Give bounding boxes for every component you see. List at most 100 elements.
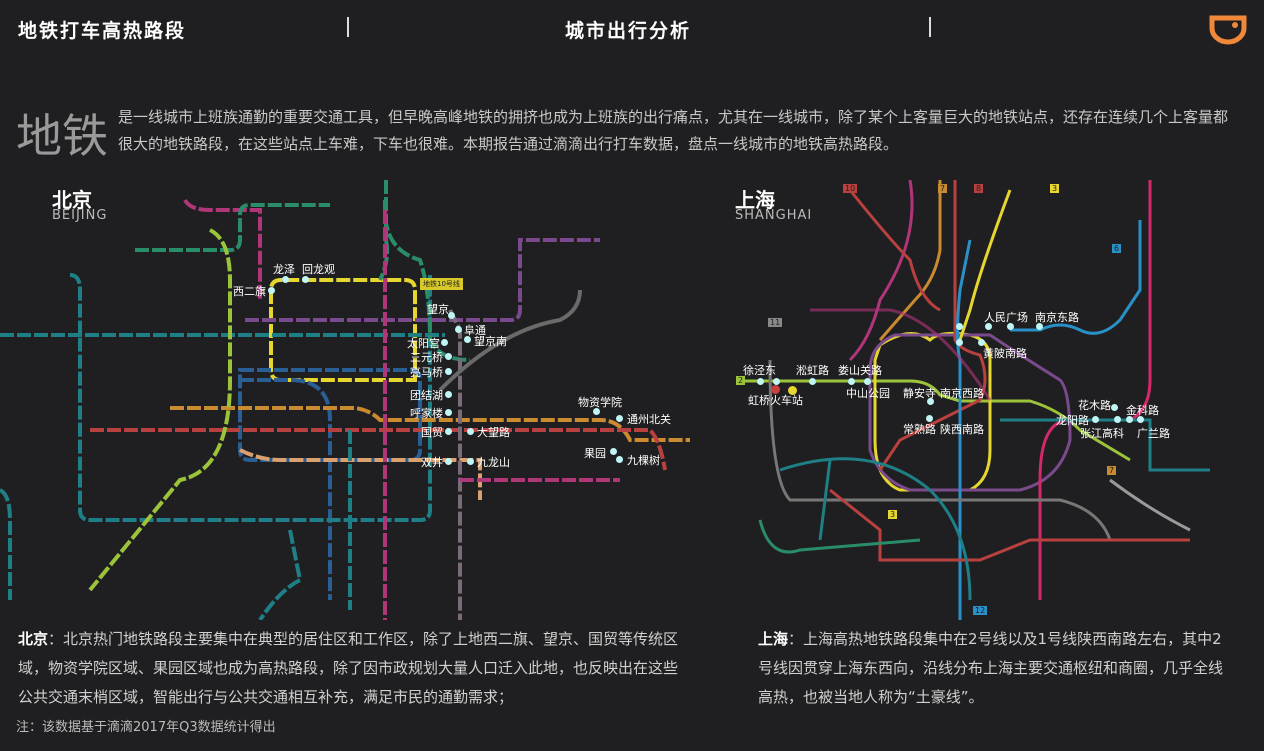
station-label: 双井 xyxy=(421,456,443,469)
station-label: 广兰路 xyxy=(1137,427,1170,440)
station-dot xyxy=(808,377,816,385)
station-label: 九棵树 xyxy=(627,454,660,467)
station-label: 淞虹路 xyxy=(796,364,829,377)
station-dot xyxy=(463,335,471,343)
station-dot xyxy=(301,275,309,283)
station-dot xyxy=(955,338,963,346)
station-label: 常熟路 xyxy=(903,423,936,436)
station-dot xyxy=(615,455,623,463)
station-label: 人民广场 xyxy=(984,311,1028,324)
station-label: 龙阳路 xyxy=(1056,414,1089,427)
intro-big-word: 地铁 xyxy=(16,109,108,163)
station-dot xyxy=(847,377,855,385)
station-label: 阜通 xyxy=(464,324,486,337)
shanghai-metro-map xyxy=(740,180,1210,620)
station-dot xyxy=(454,325,462,333)
beijing-title-en: BEIJING xyxy=(52,208,108,223)
beijing-summary-text: ：北京热门地铁路段主要集中在典型的居住区和工作区，除了上地西二旗、望京、国贸等传… xyxy=(18,630,679,706)
station-dot xyxy=(615,414,623,422)
station-dot xyxy=(444,390,452,398)
station-dot xyxy=(925,414,933,422)
station-dot xyxy=(926,397,934,405)
station-dot xyxy=(281,275,289,283)
station-dot xyxy=(609,447,617,455)
beijing-title: 北京 xyxy=(52,188,92,212)
line-tag: 地铁10号线 xyxy=(420,278,463,290)
line-tag: 8 xyxy=(974,184,984,193)
line-tag: 2 xyxy=(736,376,746,385)
station-label: 三元桥 xyxy=(410,351,443,364)
station-label: 娄山关路 xyxy=(838,364,882,377)
shanghai-title-en: SHANGHAI xyxy=(735,208,813,223)
data-note: 注：该数据基于滴滴2017年Q3数据统计得出 xyxy=(16,720,276,735)
station-dot xyxy=(440,338,448,346)
line-tag: 12 xyxy=(973,606,988,615)
station-dot xyxy=(466,427,474,435)
line-tag: 6 xyxy=(1112,244,1122,253)
beijing-summary: 北京：北京热门地铁路段主要集中在典型的居住区和工作区，除了上地西二旗、望京、国贸… xyxy=(18,625,686,712)
station-dot xyxy=(444,408,452,416)
station-dot xyxy=(1035,322,1043,330)
station-label: 望京南 xyxy=(474,335,507,348)
shanghai-summary-text: ：上海高热地铁路段集中在2号线以及1号线陕西南路左右，其中2号线因贯穿上海东西向… xyxy=(758,630,1224,706)
line-tag: 7 xyxy=(1107,466,1117,475)
station-label: 龙泽 xyxy=(273,263,295,276)
line-tag: 11 xyxy=(768,318,783,327)
station-label: 回龙观 xyxy=(302,263,335,276)
station-dot xyxy=(863,377,871,385)
station-label: 望京 xyxy=(427,303,449,316)
station-label: 南京西路 xyxy=(940,387,984,400)
station-dot xyxy=(444,427,452,435)
station-dot xyxy=(466,457,474,465)
station-label: 徐泾东 xyxy=(743,364,776,377)
station-dot xyxy=(1091,415,1099,423)
left-title: 地铁打车高热路段 xyxy=(18,20,187,42)
divider xyxy=(929,17,931,37)
station-dot xyxy=(447,311,455,319)
station-dot xyxy=(772,377,780,385)
station-dot xyxy=(955,322,963,330)
line-tag: 7 xyxy=(938,184,948,193)
station-label: 太阳宫 xyxy=(407,337,440,350)
station-label: 静安寺 xyxy=(903,387,936,400)
station-dot xyxy=(592,407,600,415)
station-dot xyxy=(444,352,452,360)
beijing-summary-label: 北京 xyxy=(18,630,49,648)
station-dot xyxy=(977,338,985,346)
station-label: 呼家楼 xyxy=(410,407,443,420)
station-label: 虹桥火车站 xyxy=(748,394,803,407)
station-dot xyxy=(267,286,275,294)
station-dot xyxy=(1125,415,1133,423)
line-tag: 3 xyxy=(1050,184,1060,193)
airport-icon xyxy=(788,386,797,395)
station-label: 花木路 xyxy=(1078,399,1111,412)
intro-text: 是一线城市上班族通勤的重要交通工具，但早晚高峰地铁的拥挤也成为上班族的出行痛点，… xyxy=(118,108,1229,153)
shanghai-title: 上海 xyxy=(735,188,775,212)
shanghai-summary-label: 上海 xyxy=(758,630,789,648)
center-title: 城市出行分析 xyxy=(565,20,692,42)
station-label: 物资学院 xyxy=(578,396,622,409)
station-label: 黄陂南路 xyxy=(983,347,1027,360)
station-label: 果园 xyxy=(584,447,606,460)
station-dot xyxy=(1113,415,1121,423)
station-label: 国贸 xyxy=(421,426,443,439)
station-dot xyxy=(1006,322,1014,330)
station-dot xyxy=(984,322,992,330)
station-label: 中山公园 xyxy=(846,387,890,400)
station-dot xyxy=(1136,415,1144,423)
divider xyxy=(347,17,349,37)
railway-station-icon xyxy=(771,385,780,394)
beijing-metro-map xyxy=(0,180,690,620)
didi-logo-icon xyxy=(1209,15,1247,45)
shanghai-summary: 上海：上海高热地铁路段集中在2号线以及1号线陕西南路左右，其中2号线因贯穿上海东… xyxy=(758,625,1228,712)
station-label: 大望路 xyxy=(477,426,510,439)
station-dot xyxy=(756,377,764,385)
line-tag: 3 xyxy=(888,510,898,519)
station-label: 张江高科 xyxy=(1080,427,1124,440)
station-dot xyxy=(444,457,452,465)
station-label: 团结湖 xyxy=(410,389,443,402)
station-label: 陕西南路 xyxy=(940,423,984,436)
station-label: 西二旗 xyxy=(233,285,266,298)
station-label: 通州北关 xyxy=(627,413,671,426)
station-dot xyxy=(444,367,452,375)
